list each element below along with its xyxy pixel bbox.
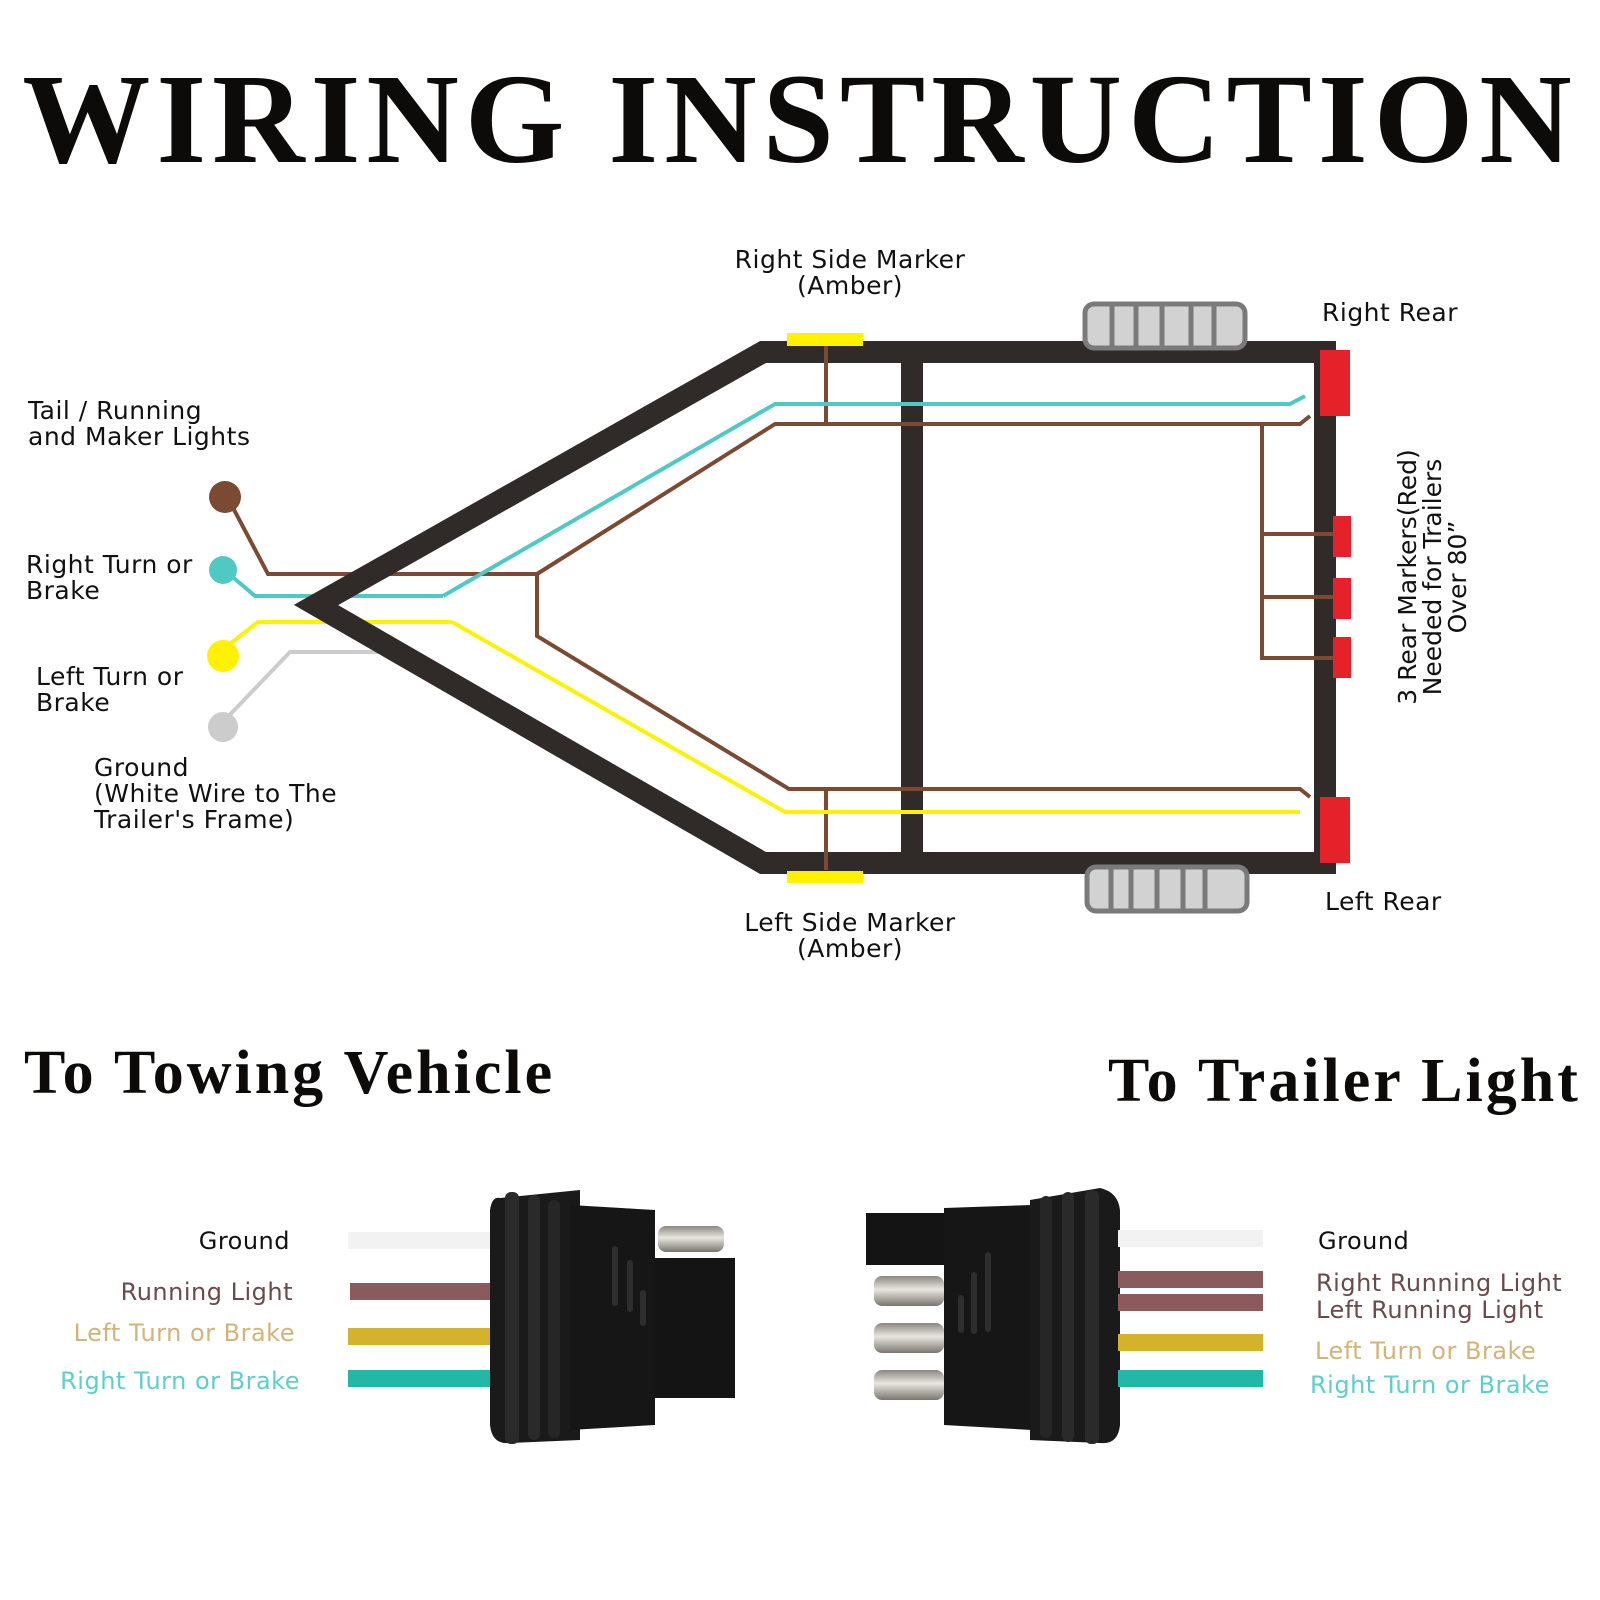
brown-wire-upper [535,414,1312,576]
trailer-pin-1 [874,1276,944,1306]
right-turn-label: Right Turn or Brake [26,550,193,605]
trailer-left-turn-wire [1118,1334,1263,1351]
rear-marker-light-3 [1333,637,1351,678]
trailer-left-turn-label: Left Turn or Brake [1315,1337,1537,1365]
to-towing-vehicle-heading: To Towing Vehicle [24,1039,556,1107]
towing-ground-pin [658,1226,724,1252]
towing-left-turn-wire [348,1328,493,1345]
right-rear-label: Right Rear [1322,298,1459,327]
trailer-pin-2 [874,1323,944,1353]
trailer-right-turn-wire [1118,1370,1263,1387]
right-turn-wire-dot [209,556,237,584]
towing-left-turn-label: Left Turn or Brake [73,1319,295,1347]
rear-marker-light-2 [1333,578,1351,619]
towing-right-turn-label: Right Turn or Brake [60,1367,300,1395]
brown-wire-lead [220,486,537,576]
trailer-light-connector [866,1188,1120,1444]
yellow-wire-run [451,620,1300,814]
ground-label: Ground (White Wire to The Trailer's Fram… [94,753,338,834]
tail-running-wire-dot [209,481,241,513]
right-tire-icon [1082,301,1248,351]
tail-running-label: Tail / Running and Maker Lights [28,396,251,451]
left-side-marker-light [787,871,863,883]
left-rear-light [1320,797,1350,863]
left-tire-icon [1084,864,1250,914]
yellow-wire-lead [220,620,452,652]
brown-wire-lower [535,574,1312,799]
page-title: WIRING INSTRUCTION [22,48,1578,190]
trailer-right-turn-label: Right Turn or Brake [1310,1371,1550,1399]
trailer-wiring-diagram [207,301,1351,914]
trailer-right-running-wire [1118,1271,1263,1288]
trailer-ground-label: Ground [1318,1227,1410,1255]
trailer-ground-wire [1118,1230,1263,1247]
ground-wire-dot [208,712,238,742]
trailer-left-running-label: Left Running Light [1316,1296,1544,1324]
towing-right-turn-wire [348,1370,493,1387]
towing-running-light-wire [350,1283,495,1300]
left-turn-wire-dot [207,640,239,672]
trailer-left-running-wire [1118,1294,1263,1311]
teal-wire-run [441,394,1306,598]
right-side-marker-label: Right Side Marker (Amber) [734,245,966,300]
left-rear-label: Left Rear [1325,887,1442,916]
towing-ground-label: Ground [198,1227,290,1255]
left-turn-label: Left Turn or Brake [36,662,184,717]
right-side-marker-light [787,333,863,346]
trailer-frame-outer [293,341,1336,874]
to-trailer-light-heading: To Trailer Light [1108,1047,1581,1115]
towing-running-light-label: Running Light [120,1278,293,1306]
towing-vehicle-connector [490,1190,735,1444]
left-side-marker-label: Left Side Marker (Amber) [744,908,956,963]
right-rear-light [1320,350,1350,416]
trailer-pin-3 [874,1370,944,1400]
towing-ground-wire [348,1232,493,1249]
trailer-right-running-label: Right Running Light [1316,1269,1563,1297]
rear-marker-light-1 [1333,516,1351,557]
